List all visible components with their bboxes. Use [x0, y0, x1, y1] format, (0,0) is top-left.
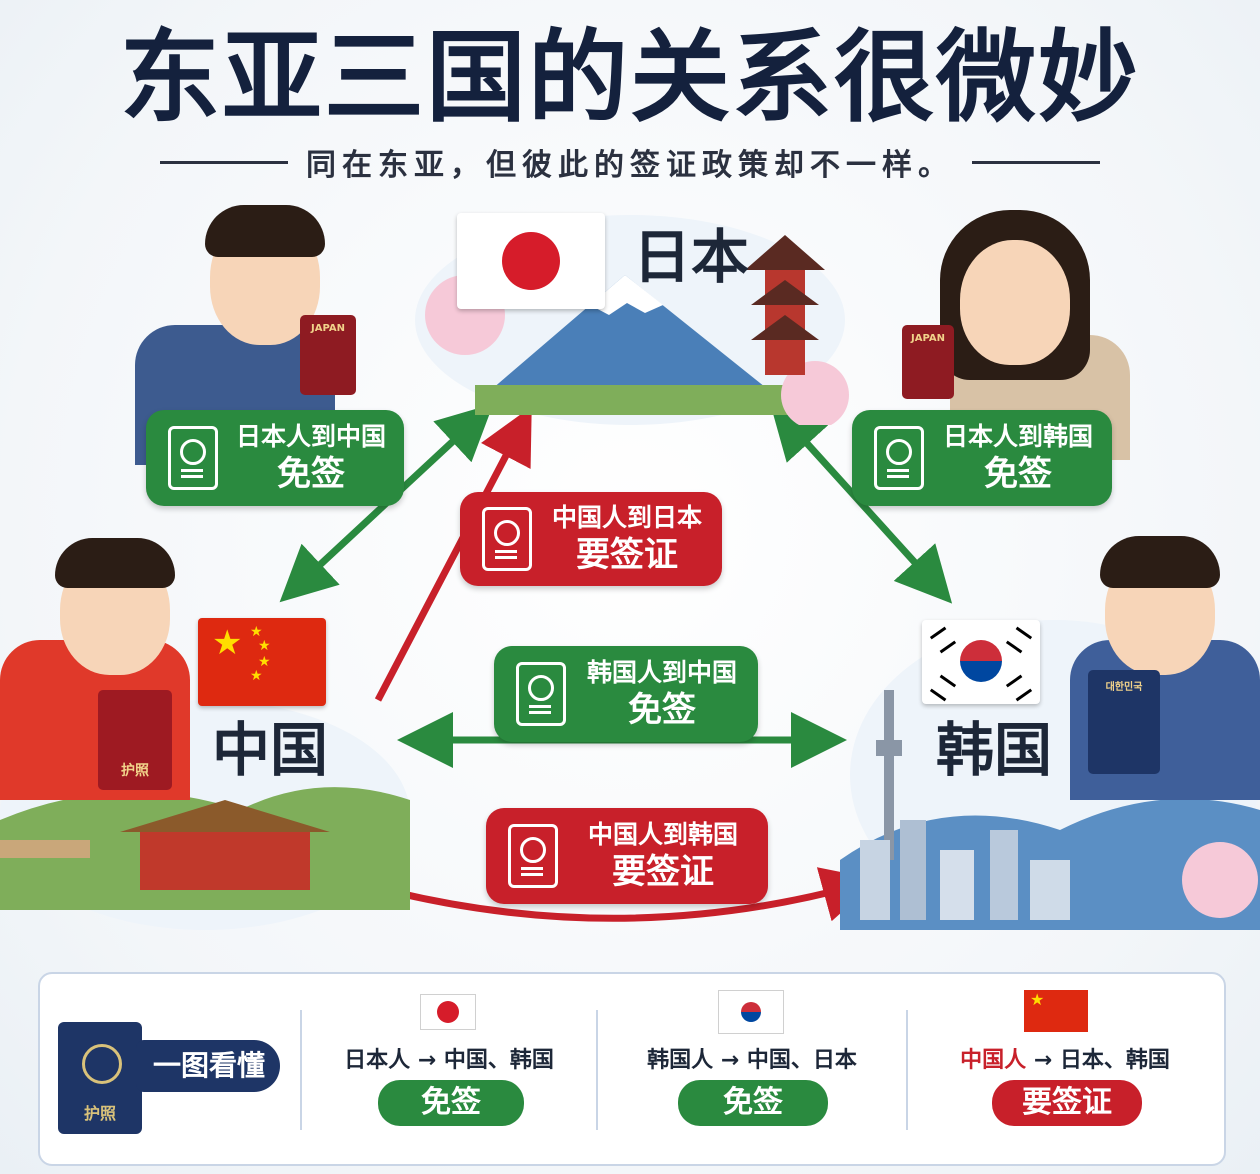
page-subtitle: 同在东亚，但彼此的签证政策却不一样。 [306, 148, 954, 183]
korea-flag-trigram-3 [929, 674, 957, 702]
japan-passport-2: JAPAN [902, 325, 954, 399]
japan-passport: JAPAN [300, 315, 356, 395]
mini-flag-korea-taeguk [741, 1002, 761, 1022]
seoul-skyline-icon [840, 690, 1260, 930]
navy-passport: 护照 [58, 1022, 142, 1134]
passport-icon [482, 507, 532, 571]
badge-china-to-korea: 中国人到韩国要签证 [486, 808, 768, 904]
badge-line2: 免签 [277, 454, 345, 494]
subtitle-rule-left [160, 160, 288, 164]
summary-divider-1 [300, 1010, 302, 1130]
badge-line1: 中国人到韩国 [587, 820, 738, 849]
china-flag-star-small-1: ★ [250, 624, 263, 640]
china-flag-star-small-3: ★ [258, 654, 271, 670]
korean-man-hair [1100, 536, 1220, 588]
japan-label: 日本 [633, 223, 750, 291]
korea-flag [922, 620, 1040, 704]
summary-china-col: ★ 中国人 → 日本、韩国 要签证 [908, 974, 1222, 1164]
badge-china-to-japan: 中国人到日本要签证 [460, 492, 722, 586]
china-flag: ★ ★ ★ ★ ★ [198, 618, 326, 706]
badge-line1: 日本人到中国 [235, 422, 386, 451]
badge-line1: 韩国人到中国 [586, 658, 737, 687]
china-flag-star-small-4: ★ [250, 668, 263, 684]
summary-label-col: 护照 一图看懂 [40, 974, 300, 1164]
passport-icon [168, 426, 218, 490]
china-flag-star-small-2: ★ [258, 638, 271, 654]
badge-line2: 要签证 [576, 535, 678, 575]
china-flag-star: ★ [212, 623, 243, 663]
badge-line2: 免签 [628, 690, 696, 730]
japan-passport-2-label: JAPAN [911, 333, 945, 344]
summary-rule-china-rest: → 日本、韩国 [1026, 1048, 1170, 1073]
japan-scene: 日本 [395, 195, 865, 425]
mini-flag-china-star: ★ [1030, 990, 1045, 1009]
summary-rule-japan: 日本人 → 中国、韩国 [344, 1048, 554, 1073]
summary-rule-korea-prefix: 韩国人 [647, 1048, 714, 1073]
japanese-man-hair [205, 205, 325, 257]
summary-rule-china-prefix: 中国人 [960, 1048, 1027, 1073]
korean-man: 대한민국 [1060, 530, 1260, 800]
navy-passport-text: 护照 [83, 1104, 116, 1123]
china-passport: 护照 [98, 690, 172, 790]
subtitle-rule-right [972, 160, 1100, 164]
china-scene: ★ ★ ★ ★ ★ 中国 [0, 600, 420, 930]
summary-status-japan: 免签 [378, 1080, 524, 1126]
passport-icon [508, 824, 558, 888]
passport-icon [516, 662, 566, 726]
china-label: 中国 [212, 716, 329, 784]
mini-flag-japan-disc [437, 1001, 459, 1023]
badge-line1: 中国人到日本 [551, 503, 702, 532]
korea-flag-taeguk [960, 640, 1002, 682]
mount-fuji-icon [425, 235, 849, 425]
summary-divider-2 [596, 1010, 598, 1130]
japanese-woman-head [960, 240, 1070, 365]
korea-flag-trigram-1 [929, 626, 957, 654]
korea-flag-trigram-2 [1005, 626, 1033, 654]
badge-line2: 免签 [984, 454, 1052, 494]
japan-flag [457, 213, 605, 309]
badge-korea-to-china: 韩国人到中国免签 [494, 646, 758, 742]
summary-label: 一图看懂 [152, 1049, 265, 1082]
chinese-man: 护照 [0, 530, 200, 800]
chinese-man-hair [55, 538, 175, 588]
summary-label-brush [136, 1040, 280, 1092]
summary-rule-korea-rest: → 中国、日本 [713, 1048, 857, 1073]
arrow-china-japan-red [374, 406, 532, 702]
summary-divider-3 [906, 1010, 908, 1130]
korea-flag-trigram-4 [1005, 674, 1033, 702]
mini-flag-japan [420, 994, 476, 1030]
summary-status-china: 要签证 [992, 1080, 1142, 1126]
mini-flag-korea [718, 990, 784, 1034]
japan-flag-disc [502, 232, 560, 290]
arrow-china-korea-red [377, 867, 879, 922]
summary-korea-col: 韩国人 → 中国、日本 免签 [598, 974, 906, 1164]
forbidden-city-icon [0, 787, 410, 910]
summary-rule-korea: 韩国人 → 中国、日本 [598, 1042, 906, 1074]
globe-icon [82, 1044, 122, 1084]
summary-rule-china: 中国人 → 日本、韩国 [908, 1042, 1222, 1074]
korea-passport: 대한민국 [1088, 670, 1160, 774]
china-passport-label: 护照 [121, 763, 149, 779]
korea-passport-label: 대한민국 [1105, 682, 1143, 693]
subtitle-row: 同在东亚，但彼此的签证政策却不一样。 [160, 140, 1100, 184]
japan-passport-label: JAPAN [311, 323, 345, 334]
badge-line1: 日本人到韩国 [942, 422, 1093, 451]
summary-status-korea: 免签 [678, 1080, 828, 1126]
badge-japan-to-korea: 日本人到韩国免签 [852, 410, 1112, 506]
summary-japan-col: 日本人 → 中国、韩国 免签 [302, 974, 596, 1164]
badge-japan-to-china: 日本人到中国免签 [146, 410, 404, 506]
summary-panel: 护照 一图看懂 日本人 → 中国、韩国 免签 韩国人 → 中国、日本 免签 [38, 972, 1226, 1166]
passport-icon [874, 426, 924, 490]
mini-flag-china: ★ [1024, 990, 1088, 1032]
korea-label: 韩国 [936, 716, 1053, 784]
badge-line2: 要签证 [612, 852, 714, 892]
page-title: 东亚三国的关系很微妙 [120, 19, 1140, 136]
